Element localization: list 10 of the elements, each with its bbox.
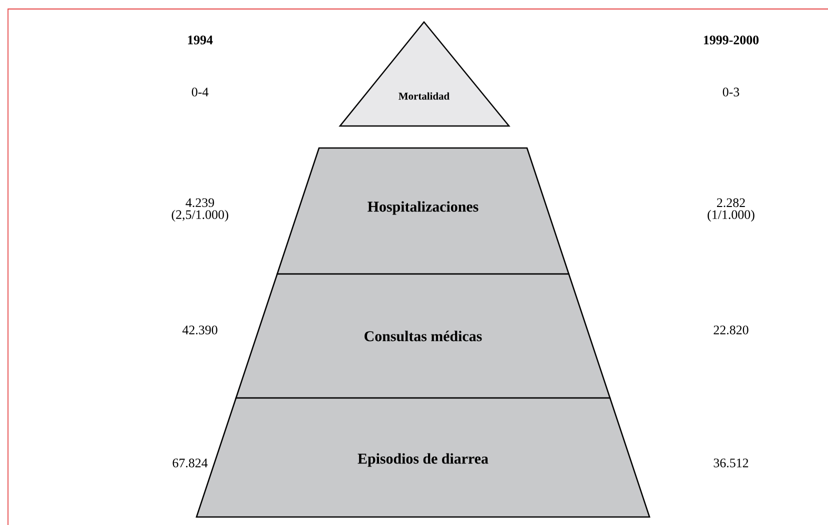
year-heading: 1999-2000 <box>704 36 759 44</box>
value-label: 2.282 (1/1.000) <box>708 198 754 222</box>
value-label: 4.239 (2,5/1.000) <box>172 198 228 222</box>
value-label: 0-3 <box>722 88 740 96</box>
value-label: 0-4 <box>192 88 208 96</box>
pyramid-level: Consultas médicas <box>235 273 611 399</box>
value-label: 22.820 <box>714 326 748 334</box>
value-label: 36.512 <box>714 458 748 468</box>
year-heading: 1994 <box>188 36 213 44</box>
value-label: 42.390 <box>182 326 218 334</box>
